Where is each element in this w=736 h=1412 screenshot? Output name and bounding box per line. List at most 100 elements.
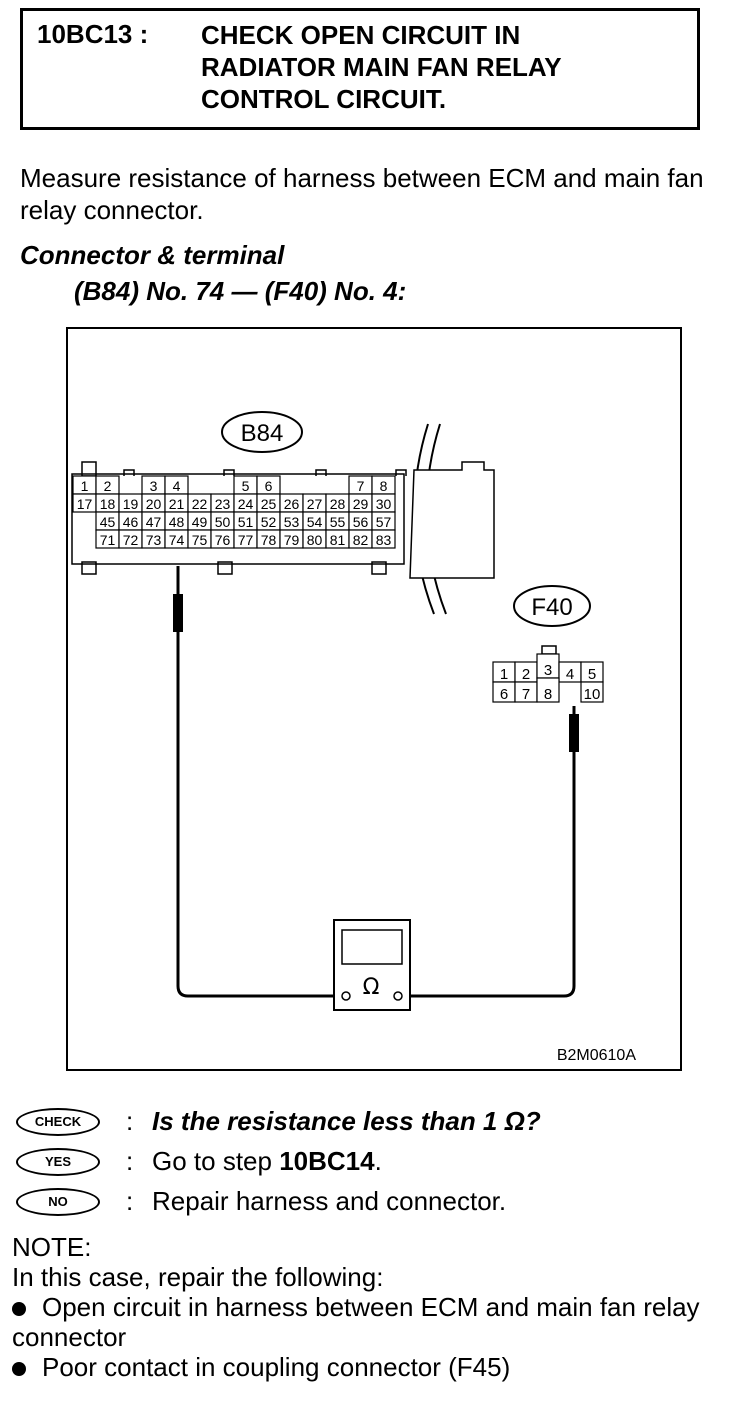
yes-prefix: Go to step [152,1146,280,1176]
ohmmeter-terminal-right [393,991,403,1001]
terminal-number: 74 [169,532,185,548]
terminal-cell [371,529,396,549]
terminal-number: 4 [566,666,574,683]
ohm-symbol: Ω [363,975,380,1000]
yes-step-link[interactable]: 10BC14 [279,1146,375,1176]
terminal-number: 55 [330,514,346,530]
terminal-number: 7 [522,686,530,703]
note-item-text: Open circuit in harness between ECM and … [12,1292,700,1352]
connector-key [123,469,135,476]
terminal-number: 27 [307,496,323,512]
note-item: Open circuit in harness between ECM and … [12,1292,722,1352]
terminal-number: 82 [353,532,369,548]
ohmmeter-terminal-left [341,991,351,1001]
terminal-number: 25 [261,496,277,512]
terminal-number: 5 [588,666,596,683]
bullet-icon [12,1302,26,1317]
b84-label-ellipse [221,411,303,453]
terminal-number: 21 [169,496,185,512]
terminal-number: 7 [357,478,365,494]
terminal-number: 75 [192,532,208,548]
terminal-number: 57 [376,514,392,530]
terminal-number: 19 [123,496,139,512]
terminal-cell [536,677,560,703]
terminal-number: 71 [100,532,116,548]
yes-suffix: . [374,1146,382,1176]
terminal-number: 3 [150,478,158,494]
note-item: Poor contact in coupling connector (F45) [12,1352,722,1382]
terminal-number: 23 [215,496,231,512]
terminal-number: 72 [123,532,139,548]
step-header-box: 10BC13 : CHECK OPEN CIRCUIT IN RADIATOR … [20,8,700,130]
terminal-number: 1 [500,666,508,683]
check-badge: CHECK [16,1108,100,1136]
terminal-number: 20 [146,496,162,512]
terminal-number: 56 [353,514,369,530]
terminal-number: 54 [307,514,323,530]
terminal-number: 1 [81,478,89,494]
terminal-number: 45 [100,514,116,530]
terminal-number: 78 [261,532,277,548]
terminal-number: 17 [77,496,93,512]
terminal-number: 49 [192,514,208,530]
terminal-number: 79 [284,532,300,548]
connector-heading: Connector & terminal [20,240,285,270]
terminal-number: 2 [104,478,112,494]
terminal-cell [580,681,604,703]
note-item-text: Poor contact in coupling connector (F45) [42,1352,511,1382]
terminal-number: 76 [215,532,231,548]
yes-answer: Go to step 10BC14. [152,1146,382,1177]
terminal-number: 5 [242,478,250,494]
probe-wire-left [176,566,338,998]
terminal-number: 3 [544,662,552,679]
connector-pins: (B84) No. 74 — (F40) No. 4: [74,276,407,306]
b84-label: B84 [241,420,284,447]
connector-key [315,469,327,476]
no-badge: NO [16,1188,100,1216]
connector-key [395,469,407,476]
f40-label: F40 [531,594,572,621]
terminal-number: 22 [192,496,208,512]
yes-badge: YES [16,1148,100,1176]
terminal-number: 51 [238,514,254,530]
b84-right-stub [409,461,495,579]
terminal-number: 6 [500,686,508,703]
check-colon: : [126,1106,134,1136]
yes-colon: : [126,1146,134,1176]
terminal-number: 26 [284,496,300,512]
probe-tip-left [173,594,183,632]
probe-wire-right [404,706,576,998]
terminal-number: 83 [376,532,392,548]
step-id: 10BC13 : [37,19,149,49]
terminal-number: 52 [261,514,277,530]
terminal-number: 77 [238,532,254,548]
terminal-number: 53 [284,514,300,530]
terminal-number: 50 [215,514,231,530]
no-answer: Repair harness and connector. [152,1186,507,1216]
terminal-number: 6 [265,478,273,494]
ohmmeter-display [341,929,403,965]
f40-label-ellipse [513,585,591,627]
terminal-number: 4 [173,478,181,494]
f40-latch [541,645,557,655]
figure-code: B2M0610A [557,1047,636,1064]
terminal-number: 81 [330,532,346,548]
note-title: NOTE: [12,1232,92,1262]
intro-text: Measure resistance of harness between EC… [20,163,704,225]
terminal-number: 18 [100,496,116,512]
step-title: CHECK OPEN CIRCUIT IN RADIATOR MAIN FAN … [201,20,562,114]
terminal-number: 24 [238,496,254,512]
note-section: NOTE: In this case, repair the following… [12,1232,722,1382]
terminal-number: 29 [353,496,369,512]
terminal-number: 73 [146,532,162,548]
diagram-frame [66,327,682,1071]
terminal-number: 10 [584,686,601,703]
terminal-number: 8 [544,686,552,703]
note-intro: In this case, repair the following: [12,1262,384,1292]
terminal-number: 47 [146,514,162,530]
check-question: Is the resistance less than 1 Ω? [152,1106,541,1136]
terminal-number: 80 [307,532,323,548]
